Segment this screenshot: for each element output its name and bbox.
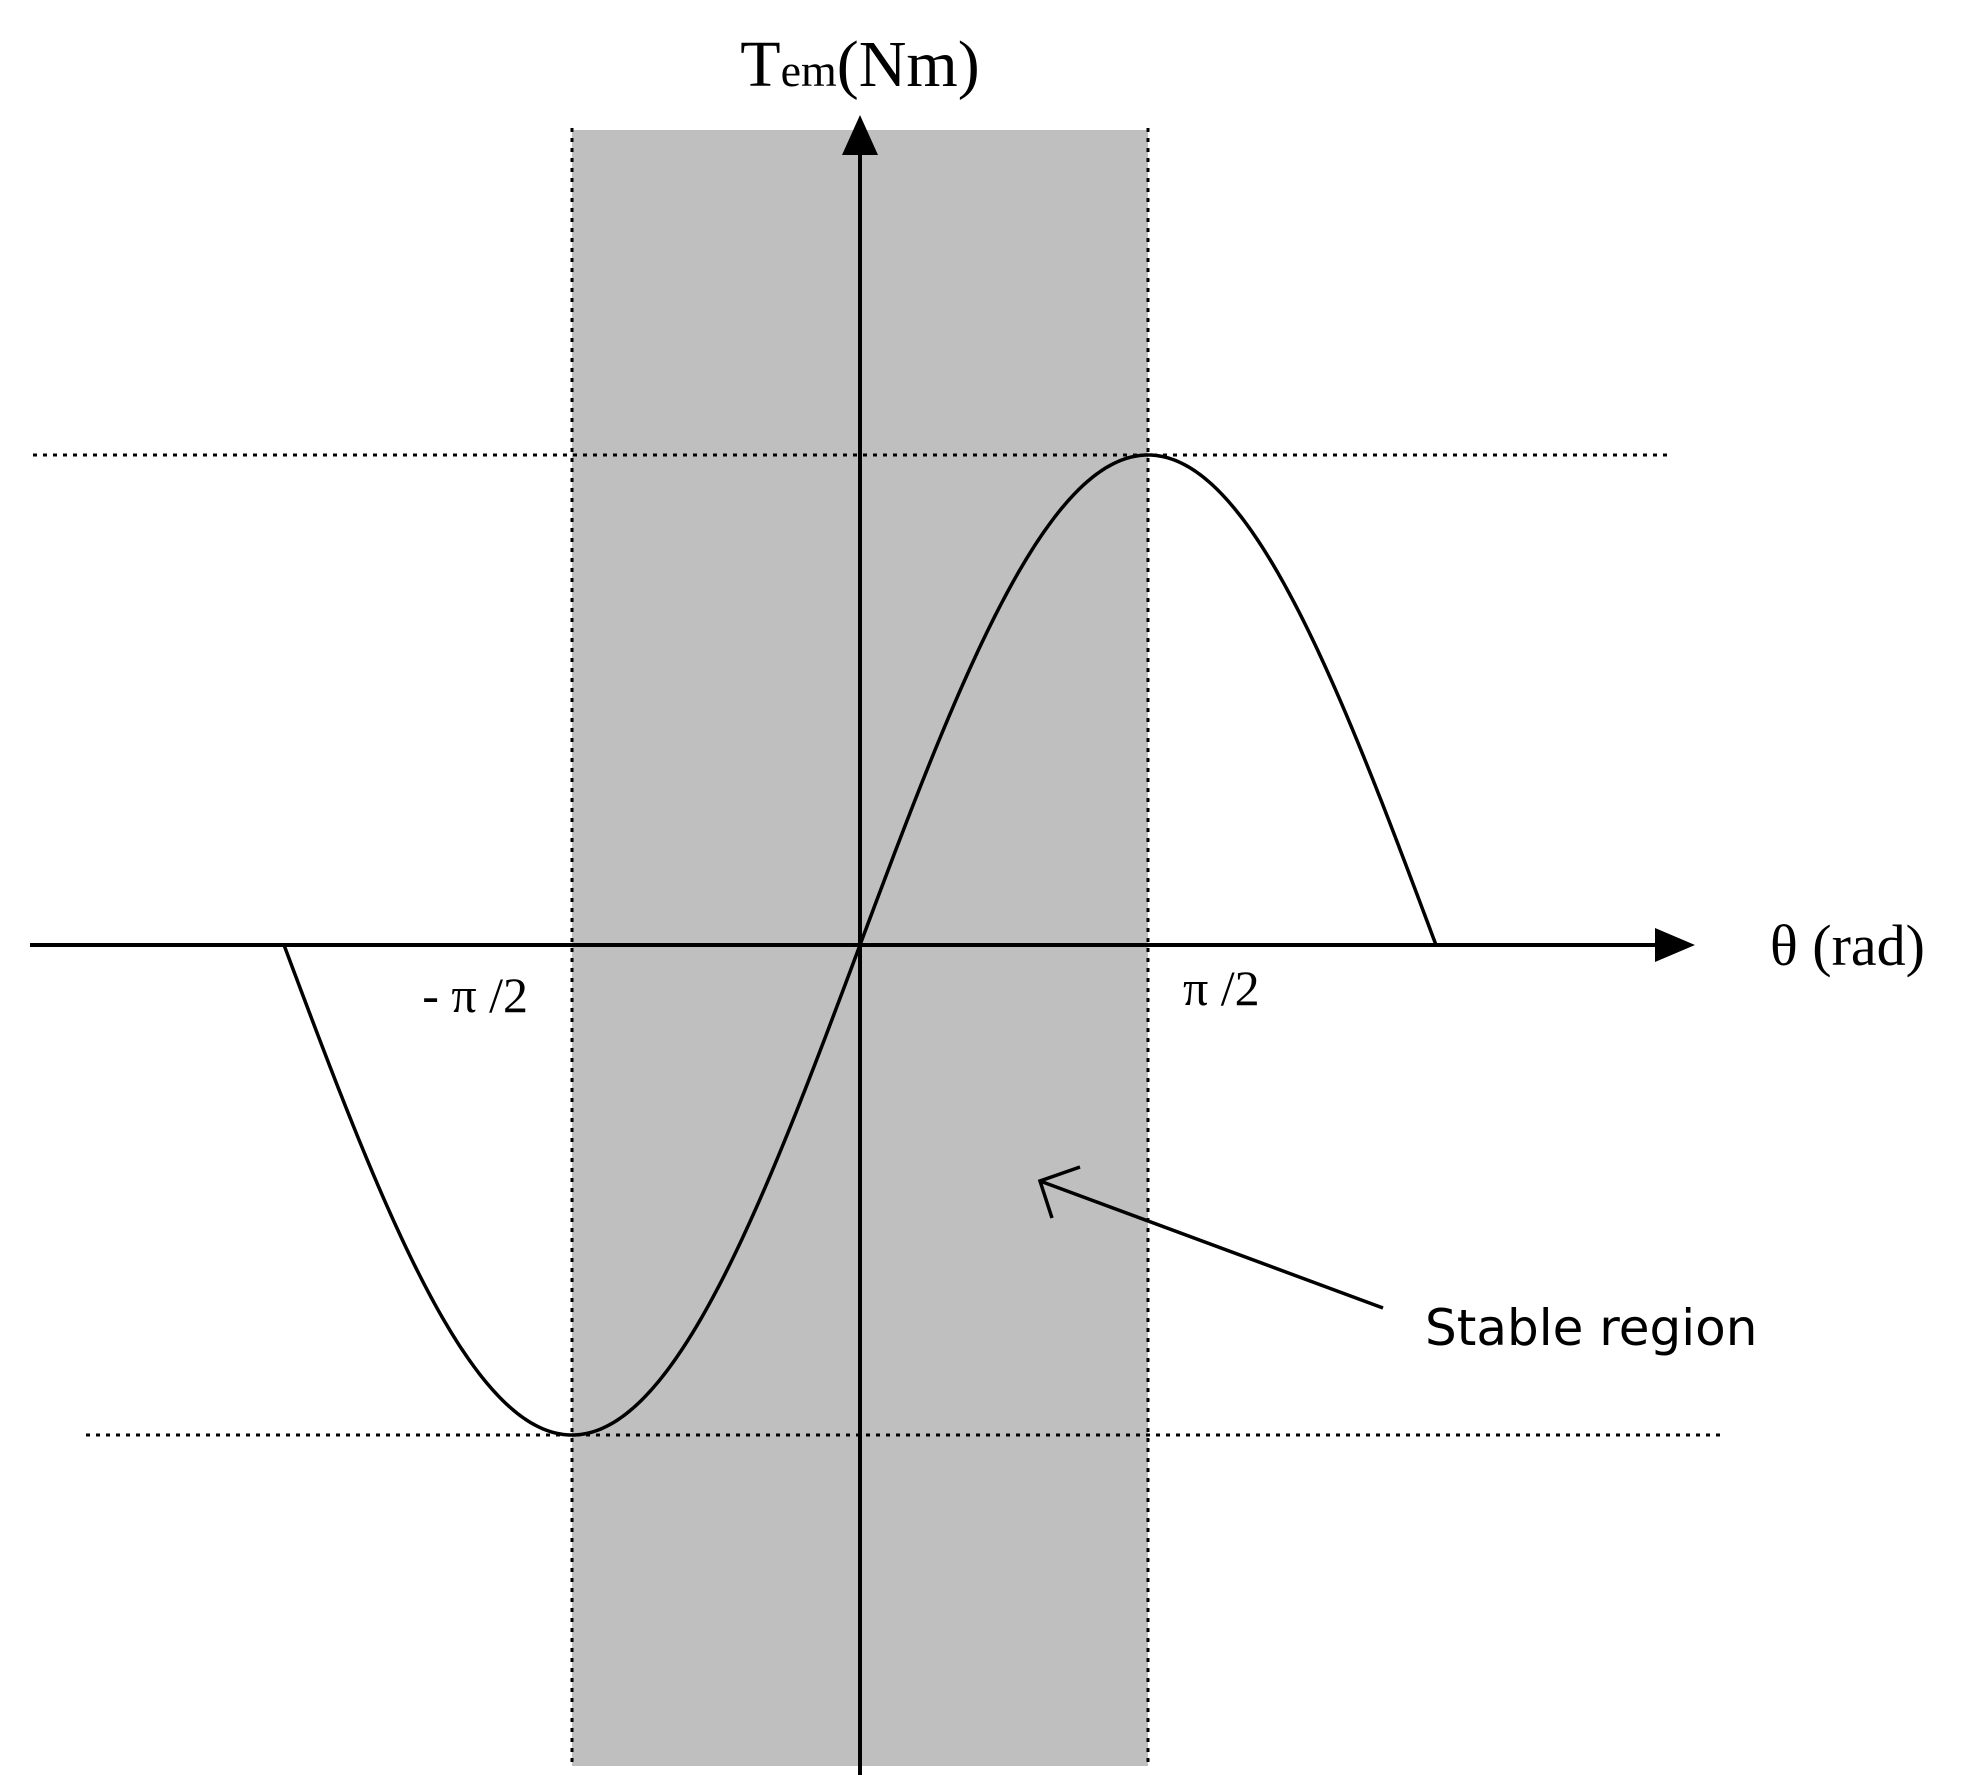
x-axis-label: θ (rad) (1770, 913, 1925, 978)
annotation-arrow-shaft (1039, 1179, 1384, 1310)
x-tick-label-neg-pi-half: - π /2 (422, 967, 528, 1023)
y-axis-label: Tem(Nm) (740, 28, 980, 101)
y-axis-label-main: T (740, 28, 780, 101)
annotation-arrowhead (1037, 1165, 1081, 1219)
stable-region-label: Stable region (1425, 1299, 1757, 1357)
x-axis-arrowhead (1655, 928, 1695, 962)
y-axis-label-sub: em (781, 45, 837, 96)
y-axis-label-unit: (Nm) (837, 28, 980, 101)
x-tick-label-pi-half: π /2 (1183, 960, 1260, 1016)
y-axis-arrowhead (842, 115, 878, 155)
